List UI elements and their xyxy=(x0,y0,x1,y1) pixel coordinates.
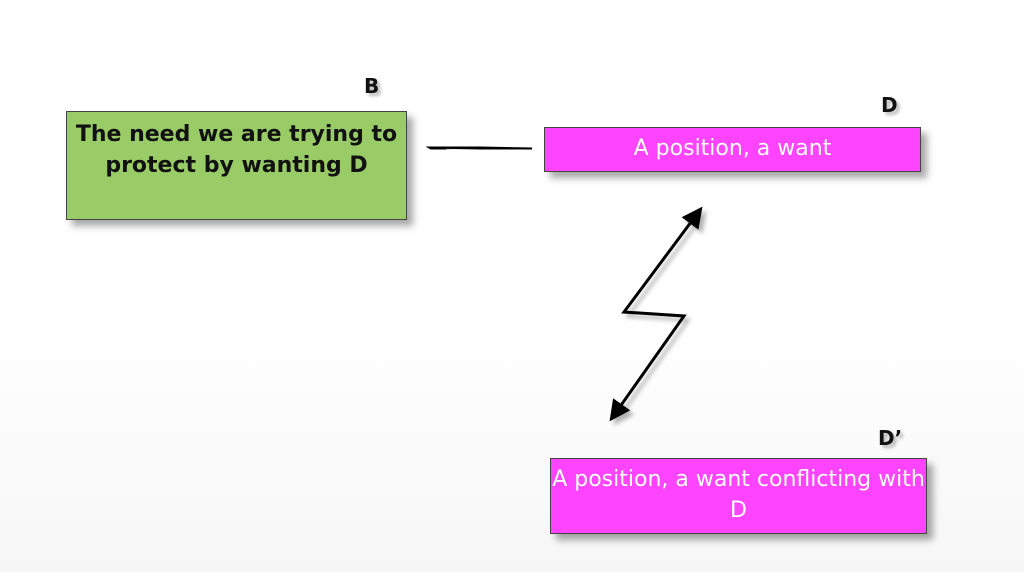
conflicting-position-box: A position, a want conflicting with D xyxy=(550,458,927,534)
need-box: The need we are trying to protect by wan… xyxy=(66,111,407,220)
position-box: A position, a want xyxy=(544,127,921,172)
label-d-prime: D’ xyxy=(878,426,903,450)
label-d: D xyxy=(881,93,898,117)
conflicting-position-box-text: A position, a want conflicting with D xyxy=(552,467,925,523)
position-box-text: A position, a want xyxy=(633,136,832,162)
conflict-arrow xyxy=(609,206,703,422)
need-box-text: The need we are trying to protect by wan… xyxy=(75,122,398,178)
need-arrow xyxy=(425,136,533,158)
label-b: B xyxy=(364,74,380,98)
